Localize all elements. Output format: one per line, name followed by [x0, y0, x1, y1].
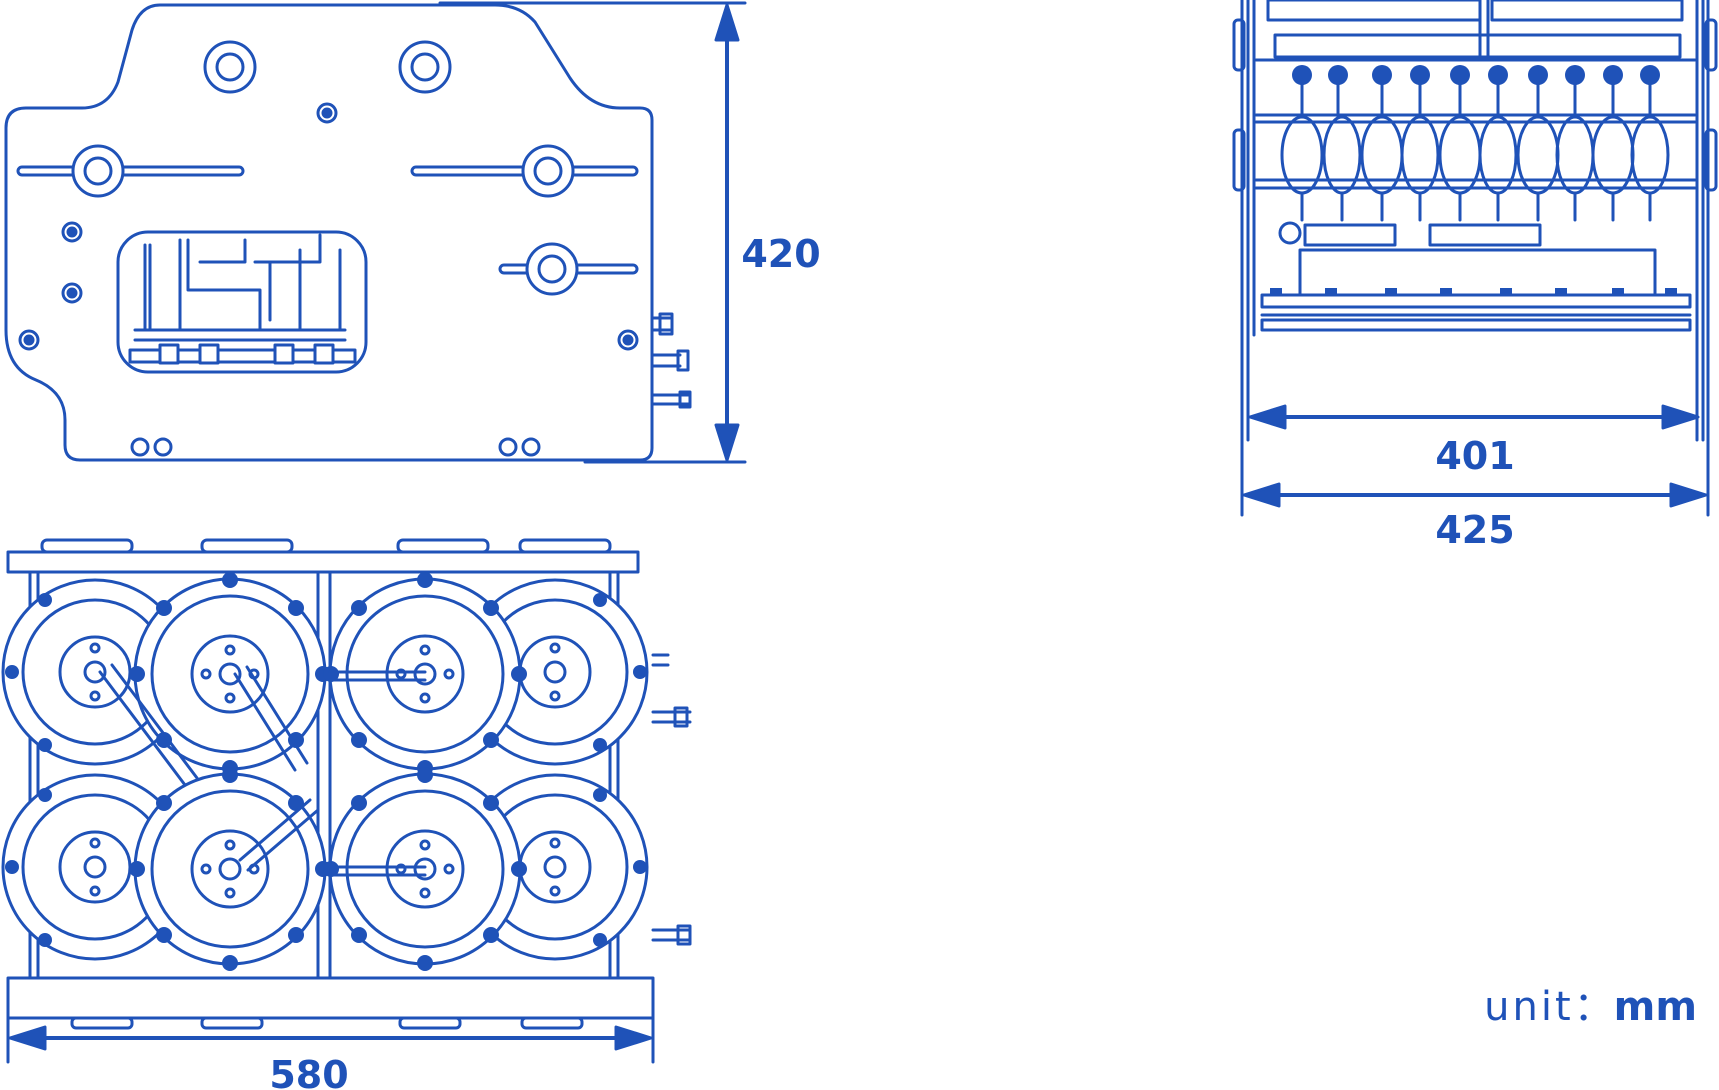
side-outer-width-dimension [1242, 482, 1708, 508]
front-width-dimension [6, 998, 655, 1064]
side-inner-width-dimension [1248, 404, 1700, 430]
side-outer-width-dimension-label: 425 [1435, 508, 1514, 552]
top-view [4, 3, 692, 462]
cylinder-group [1, 577, 649, 966]
front-width-dimension-label: 580 [269, 1053, 348, 1090]
front-view [1, 538, 692, 1030]
bulb-bodies [1280, 115, 1670, 195]
unit-label-text: unit [1484, 984, 1574, 1030]
bolt-dots [5, 572, 647, 971]
height-dimension-label: 420 [741, 232, 820, 276]
side-inner-width-dimension-label: 401 [1435, 434, 1514, 478]
unit-separator: ： [1573, 984, 1614, 1030]
valve-heads [1292, 65, 1660, 85]
hub-bolts [89, 642, 561, 899]
height-dimension [438, 1, 747, 464]
side-view [1232, 0, 1718, 517]
lower-bolts [1270, 288, 1677, 296]
top-plate-outline [4, 3, 654, 462]
unit-label: unit：mm [1484, 974, 1697, 1032]
unit-value: mm [1613, 984, 1697, 1030]
